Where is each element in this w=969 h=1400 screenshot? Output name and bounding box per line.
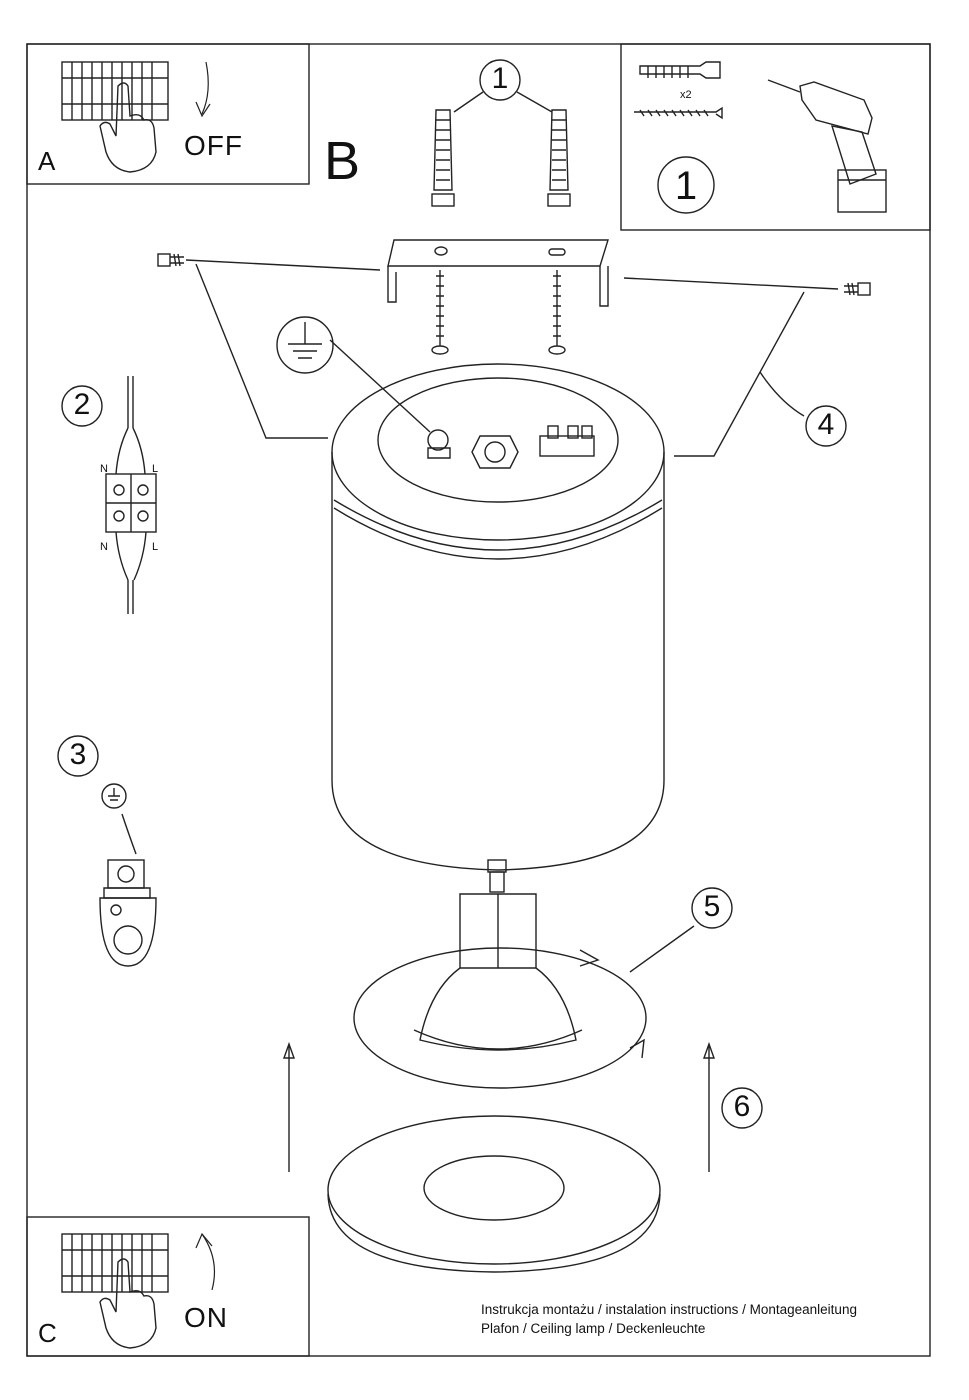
drill-icon — [767, 79, 887, 213]
step-6-number: 6 — [733, 1090, 751, 1123]
step-4-number: 4 — [817, 408, 835, 441]
wall-plug-left-icon — [431, 109, 455, 207]
outer-frame — [26, 43, 931, 1357]
ground-terminal-icon — [99, 859, 157, 967]
bottom-ring — [327, 1115, 661, 1273]
on-label: ON — [184, 1302, 228, 1333]
step-2-circle — [61, 385, 103, 427]
ground-symbol-small — [101, 783, 127, 809]
arrow-up-right-icon — [703, 1041, 715, 1172]
step-3-circle — [57, 735, 99, 777]
screw-icon — [634, 106, 723, 120]
wall-plug-icon — [639, 61, 721, 79]
arrow-up-left-icon — [283, 1041, 295, 1172]
step-5-number: 5 — [703, 890, 721, 923]
lamp-terminal-parts — [427, 425, 595, 469]
side-screw-left-icon — [157, 253, 184, 267]
side-screw-right-icon — [844, 282, 871, 296]
panel-tools-box — [620, 43, 931, 231]
twist-ring — [353, 947, 647, 1089]
step-3-number: 3 — [69, 738, 87, 771]
wall-plug-right-icon — [547, 109, 571, 207]
lamp-body — [331, 363, 665, 871]
caption-line-1: Instrukcja montażu / instalation instruc… — [481, 1302, 857, 1317]
wire-l-bottom-label: L — [152, 541, 159, 553]
breaker-on-icon — [61, 1232, 215, 1349]
step-1-tools-number: 1 — [674, 164, 698, 208]
off-label: OFF — [184, 130, 243, 161]
panel-a-letter: A — [38, 146, 56, 176]
bracket-screws — [431, 270, 566, 355]
panel-c-box — [26, 1216, 310, 1357]
wire-n-top-label: N — [100, 463, 108, 475]
caption-line-2: Plafon / Ceiling lamp / Deckenleuchte — [481, 1321, 706, 1336]
step-1-circle — [479, 59, 521, 101]
panel-c-letter: C — [38, 1318, 57, 1348]
step-5-circle — [691, 887, 733, 929]
breaker-off-icon — [61, 61, 211, 173]
wire-n-bottom-label: N — [100, 541, 108, 553]
quantity-label: x2 — [680, 89, 692, 101]
panel-b-letter: B — [324, 131, 361, 191]
bulb — [413, 859, 600, 1051]
wire-l-top-label: L — [152, 463, 159, 475]
step-4-circle — [805, 405, 847, 447]
terminal-block-icon — [105, 376, 157, 614]
ground-symbol-circle — [276, 316, 334, 374]
step-6-circle — [721, 1087, 763, 1129]
panel-a-box — [26, 43, 310, 185]
step-1-tools-circle — [657, 156, 715, 214]
step-2-number: 2 — [73, 388, 91, 421]
step-1-number: 1 — [491, 62, 509, 95]
mounting-bracket — [387, 239, 609, 307]
